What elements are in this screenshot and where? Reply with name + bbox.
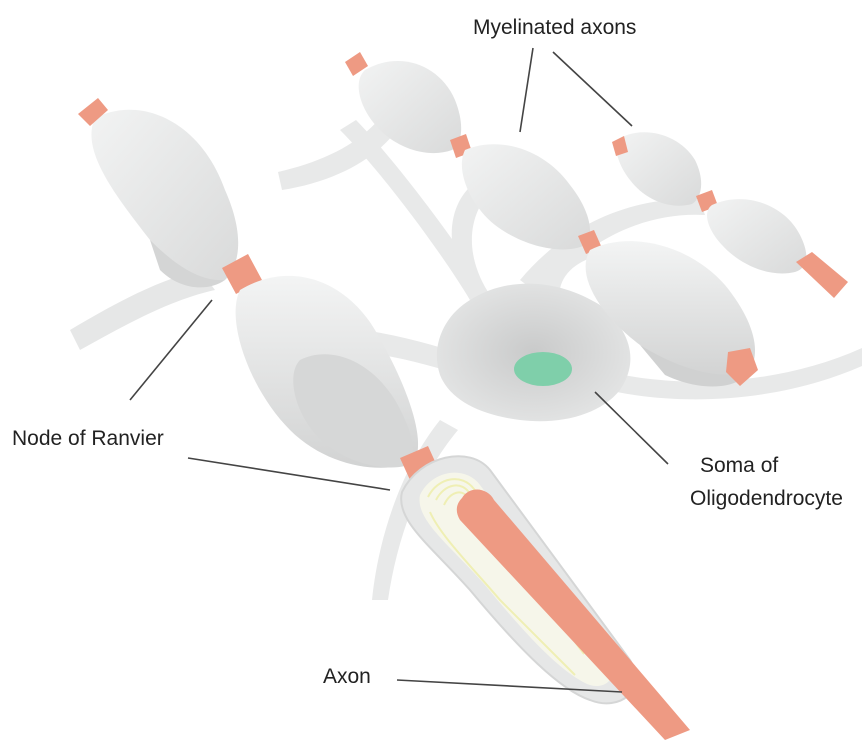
axon-right-end — [796, 252, 848, 298]
myelin-sheath-mid-body — [462, 144, 590, 249]
label-axon: Axon — [323, 665, 371, 688]
myelin-sheath-right-top — [616, 132, 701, 205]
myelin-sheath-lower-left — [236, 276, 438, 480]
label-soma-line2: Oligodendrocyte — [690, 487, 843, 510]
label-soma-line1: Soma of — [700, 454, 778, 477]
leader-soma — [595, 392, 668, 464]
myelin-sheath-right-lower — [707, 199, 806, 273]
leader-myelinated-to-mid — [520, 48, 533, 132]
myelin-sheath-top-left — [70, 98, 262, 350]
soma-nucleus — [514, 352, 572, 386]
label-node-of-ranvier: Node of Ranvier — [12, 427, 164, 450]
myelin-cross-section — [401, 456, 690, 740]
label-myelinated-axons: Myelinated axons — [473, 16, 636, 39]
leader-myelinated-to-right — [553, 52, 632, 126]
